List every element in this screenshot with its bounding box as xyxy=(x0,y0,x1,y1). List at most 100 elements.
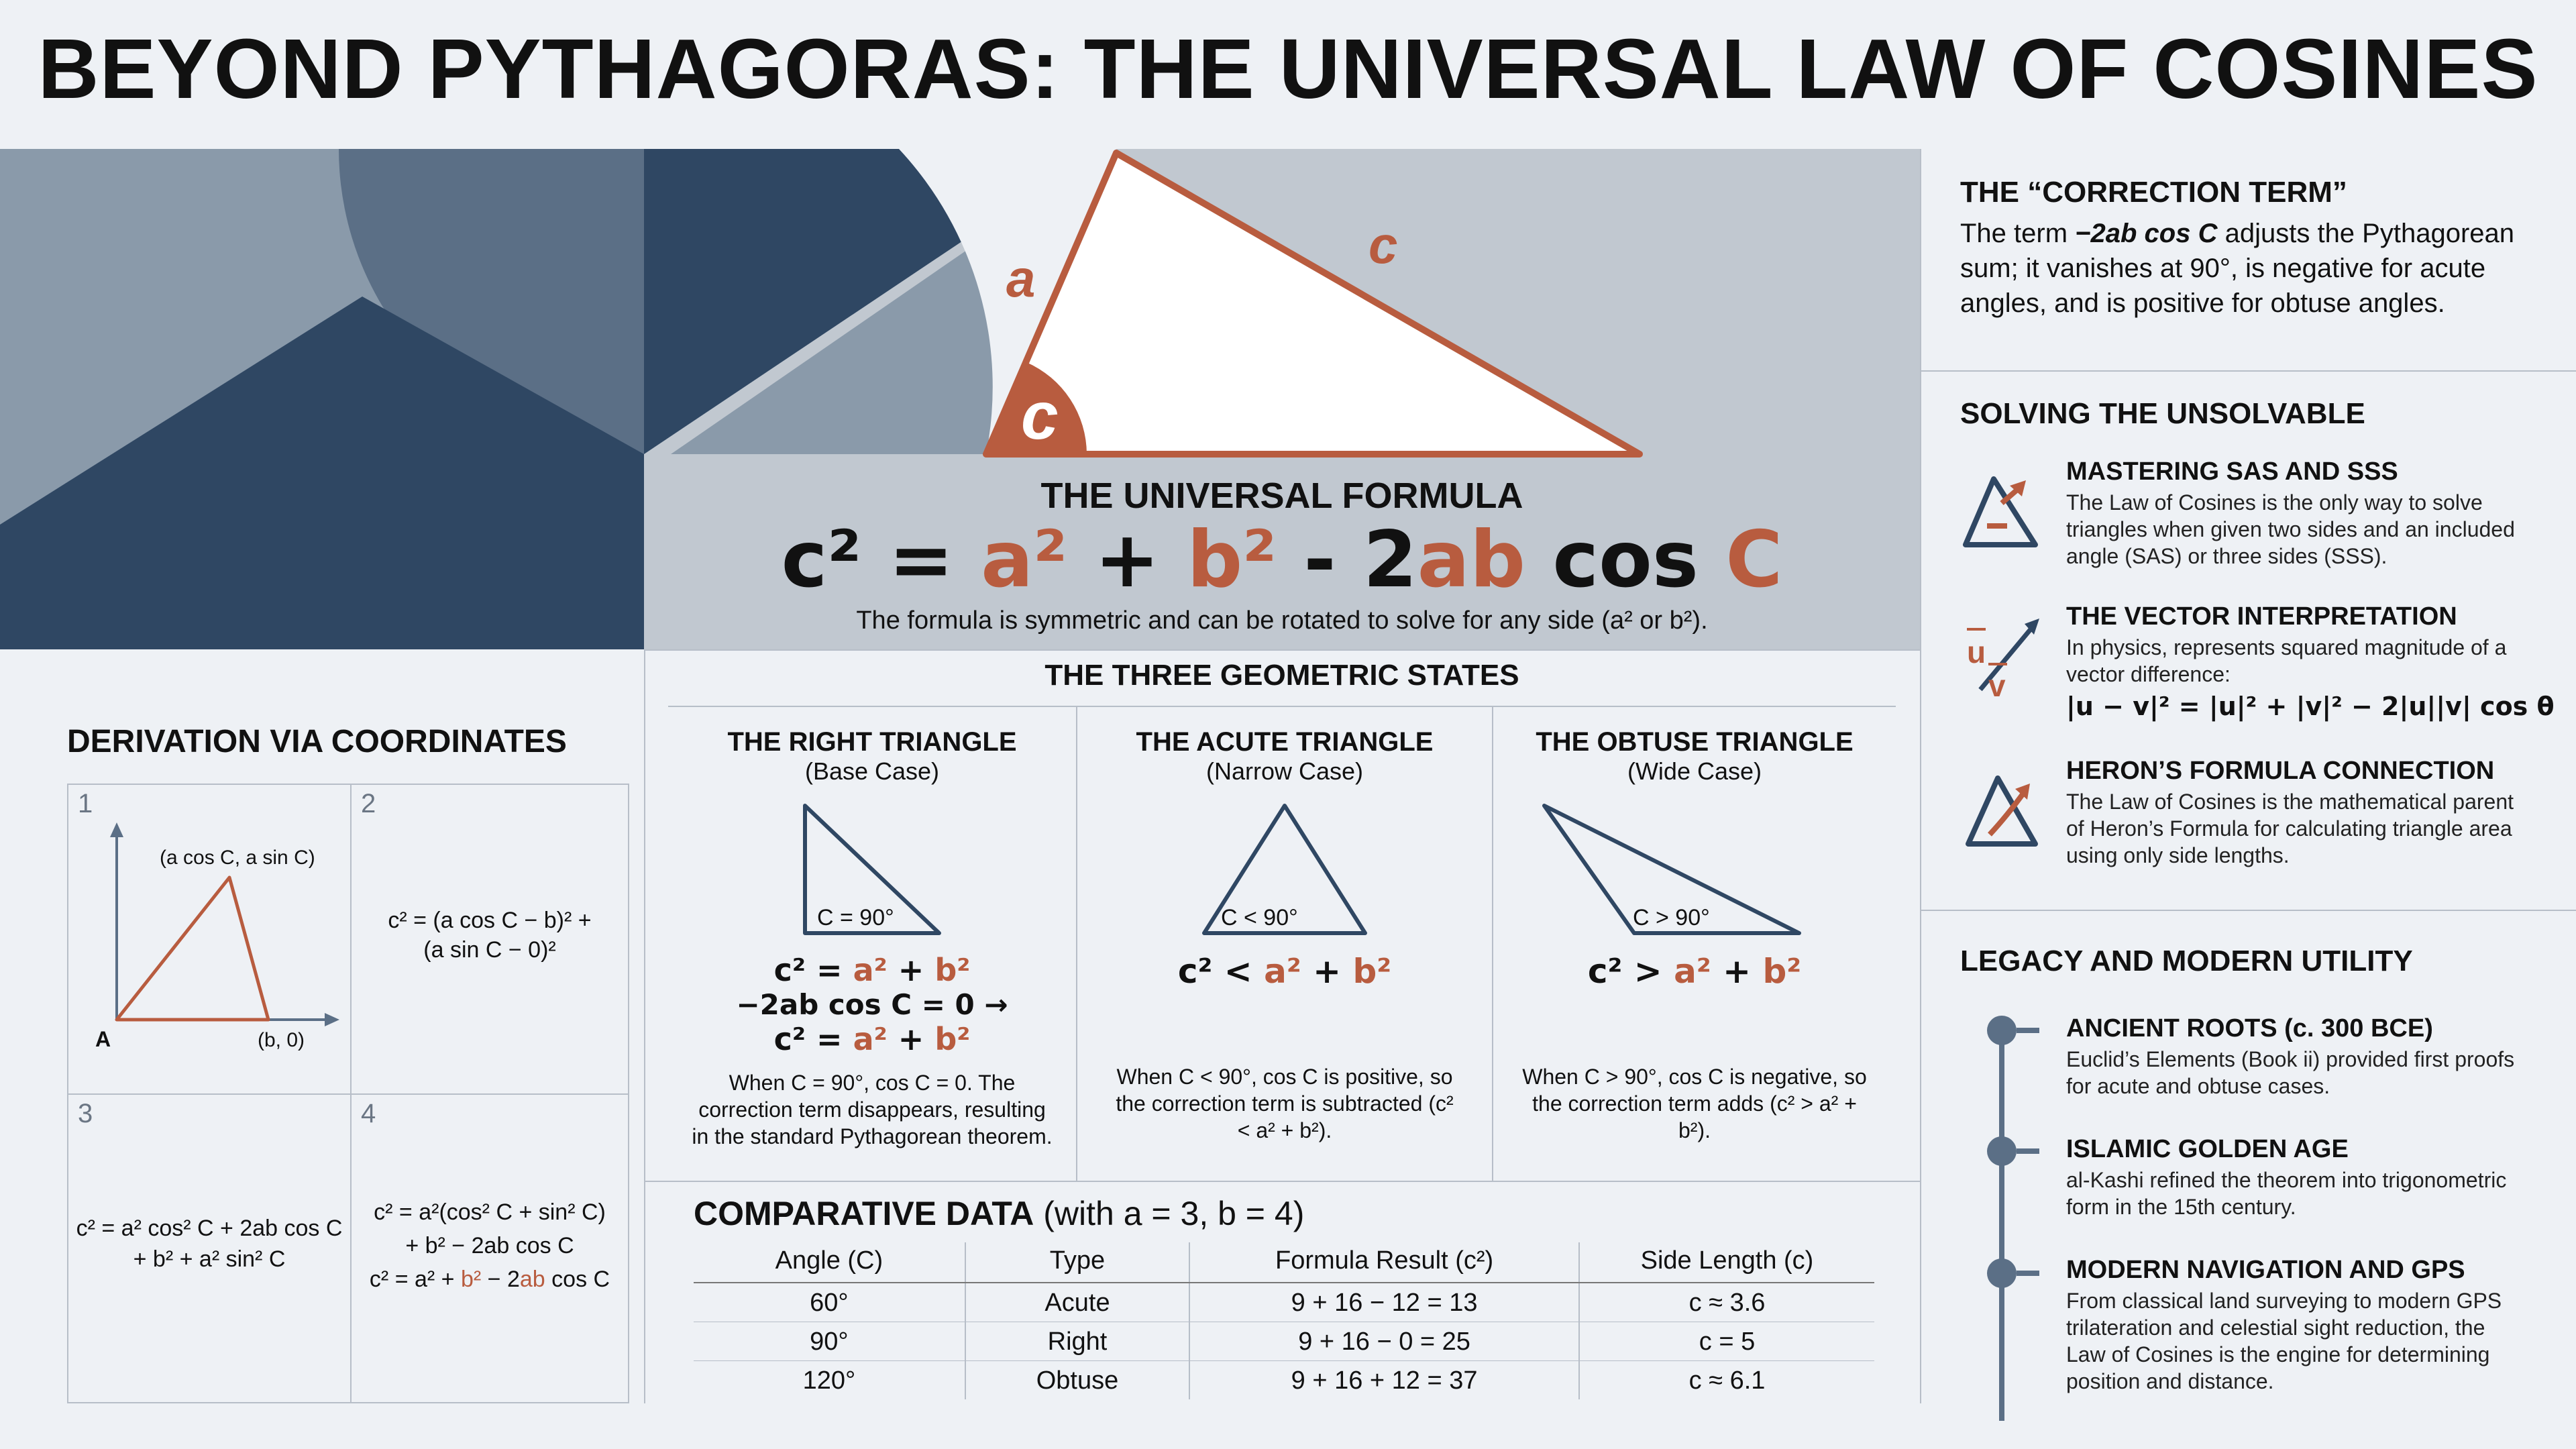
timeline-line xyxy=(1999,1032,2004,1421)
state-acute-angle: C < 90° xyxy=(1221,905,1298,930)
formula-minus2: - 2 xyxy=(1277,515,1417,605)
legacy-item-1: ANCIENT ROOTS (c. 300 BCE) Euclid’s Elem… xyxy=(2066,1014,2563,1099)
col-side: Side Length (c) xyxy=(1578,1242,1874,1283)
state-acute-title: THE ACUTE TRIANGLE xyxy=(1136,727,1434,757)
deriv-coordinate-plot: (a cos C, a sin C) A (b, 0) xyxy=(95,822,339,1051)
formula-plus: + xyxy=(1067,515,1187,605)
timeline-stub-2 xyxy=(2017,1148,2039,1154)
hero-graphic: a c c xyxy=(0,149,1920,649)
state-acute-formula: c² < a² + b² xyxy=(1177,952,1392,991)
deriv-cell-2: 2 c² = (a cos C − b)² + (a sin C − 0)² xyxy=(352,785,628,1093)
deriv-num-2: 2 xyxy=(361,789,376,818)
formula-note: The formula is symmetric and can be rota… xyxy=(856,606,1708,635)
state-obtuse-title: THE OBTUSE TRIANGLE xyxy=(1536,727,1854,757)
hero-triangle xyxy=(983,150,1643,458)
state-acute-desc: When C < 90°, cos C is positive, so the … xyxy=(1116,1065,1454,1142)
solving-item-2-body: In physics, represents squared magnitude… xyxy=(2066,635,2507,686)
hero-label-angle: c xyxy=(1021,378,1059,453)
cell-angle: 60° xyxy=(694,1283,965,1322)
state-right-triangle: C = 90° xyxy=(803,804,941,935)
states-heading: THE THREE GEOMETRIC STATES xyxy=(1044,659,1519,692)
deriv-hsep xyxy=(68,1093,628,1095)
formula-C: C xyxy=(1725,515,1783,605)
deriv-pt-top: (a cos C, a sin C) xyxy=(160,847,315,869)
cell-formula: 9 + 16 − 12 = 13 xyxy=(1189,1283,1579,1322)
solving-item-2-title: THE VECTOR INTERPRETATION xyxy=(2066,602,2457,631)
deriv-cell-4: 4 c² = a²(cos² C + sin² C) + b² − 2ab co… xyxy=(352,1095,628,1402)
col-angle: Angle (C) xyxy=(694,1242,965,1283)
deriv-eq-3-line-2: + b² + a² sin² C xyxy=(133,1246,286,1272)
deriv-pt-a: A xyxy=(95,1027,111,1051)
table-row: 60° Acute 9 + 16 − 12 = 13 c ≈ 3.6 xyxy=(694,1283,1874,1322)
state-right-formula-1: c² = a² + b² xyxy=(773,952,971,988)
vector-v-label: v xyxy=(1988,668,2006,703)
state-right-angle: C = 90° xyxy=(817,905,894,930)
legacy-item-2-body: al-Kashi refined the theorem into trigon… xyxy=(2066,1168,2507,1219)
solving-item-3-body: The Law of Cosines is the mathematical p… xyxy=(2066,790,2514,867)
solving-title: SOLVING THE UNSOLVABLE xyxy=(1960,397,2365,430)
cell-type: Acute xyxy=(964,1283,1190,1322)
sidebar-rule-1 xyxy=(1921,370,2576,372)
solving-item-2: u v THE VECTOR INTERPRETATION In physics… xyxy=(1960,602,2557,721)
col-type: Type xyxy=(964,1242,1190,1283)
states-grid: THE RIGHT TRIANGLE (Base Case) C = 90° c… xyxy=(668,707,1896,1181)
timeline-dot-3 xyxy=(1987,1258,2017,1288)
deriv-eq-4-line-3: c² = a² + b² − 2ab cos C xyxy=(369,1267,610,1292)
solving-item-1-body: The Law of Cosines is the only way to so… xyxy=(2066,490,2515,568)
comparative-heading: COMPARATIVE DATA (with a = 3, b = 4) xyxy=(694,1194,1874,1233)
divider-formula-bottom xyxy=(644,649,1920,651)
states-col-sep-1 xyxy=(1076,707,1077,1181)
vector-u-label: u xyxy=(1967,635,1986,669)
comparative-section: COMPARATIVE DATA (with a = 3, b = 4) Ang… xyxy=(694,1194,1874,1399)
cell-side: c ≈ 3.6 xyxy=(1578,1283,1874,1322)
hero-label-a: a xyxy=(1006,249,1035,308)
correction-body: The term −2ab cos C adjusts the Pythagor… xyxy=(1960,216,2551,321)
legacy-item-2: ISLAMIC GOLDEN AGE al-Kashi refined the … xyxy=(2066,1135,2563,1220)
solving-item-1-title: MASTERING SAS AND SSS xyxy=(2066,458,2398,486)
hero-angle-sector xyxy=(986,362,1087,454)
deriv-num-3: 3 xyxy=(78,1099,93,1128)
cell-formula: 9 + 16 − 0 = 25 xyxy=(1189,1322,1579,1361)
state-right-title: THE RIGHT TRIANGLE xyxy=(727,727,1017,757)
solving-item-2-formula: |u − v|² = |u|² + |v|² − 2|u||v| cos θ xyxy=(2066,692,2555,721)
page-title: BEYOND PYTHAGORAS: THE UNIVERSAL LAW OF … xyxy=(38,21,2538,116)
legacy-item-1-body: Euclid’s Elements (Book ii) provided fir… xyxy=(2066,1047,2515,1098)
divider-left xyxy=(644,649,645,1403)
formula-ab: ab xyxy=(1417,515,1525,605)
state-right-formula-2: −2ab cos C = 0 → xyxy=(736,988,1008,1021)
state-acute: THE ACUTE TRIANGLE (Narrow Case) C < 90°… xyxy=(1077,707,1492,1144)
timeline-dot-1 xyxy=(1987,1016,2017,1045)
vector-icon: u v xyxy=(1967,619,2039,703)
correction-body-pre: The term xyxy=(1960,219,2076,248)
cell-formula: 9 + 16 + 12 = 37 xyxy=(1189,1360,1579,1399)
state-right-formula-3: c² = a² + b² xyxy=(773,1021,971,1057)
divider-right xyxy=(1920,149,1921,1403)
state-right-desc: When C = 90°, cos C = 0. The correction … xyxy=(692,1071,1053,1148)
deriv-cell-1: 1 (a cos C, a sin C) A (b, 0) xyxy=(68,785,350,1093)
cell-side: c = 5 xyxy=(1578,1322,1874,1361)
deriv-cell-3: 3 c² = a² cos² C + 2ab cos C + b² + a² s… xyxy=(68,1095,350,1402)
deriv-num-1: 1 xyxy=(78,789,93,818)
sidebar-rule-2 xyxy=(1921,910,2576,911)
states-col-sep-2 xyxy=(1492,707,1493,1181)
correction-block: THE “CORRECTION TERM” The term −2ab cos … xyxy=(1960,176,2551,321)
formula-b2: b² xyxy=(1187,515,1277,605)
deriv-eq-2-line-1: c² = (a cos C − b)² + xyxy=(388,908,592,933)
formula-cos: cos xyxy=(1525,515,1726,605)
comparative-header-row: Angle (C) Type Formula Result (c²) Side … xyxy=(694,1242,1874,1283)
deriv-eq-3: c² = a² cos² C + 2ab cos C + b² + a² sin… xyxy=(68,1213,350,1275)
state-obtuse-angle: C > 90° xyxy=(1633,905,1710,930)
legacy-item-3: MODERN NAVIGATION AND GPS From classical… xyxy=(2066,1256,2563,1395)
state-obtuse: THE OBTUSE TRIANGLE (Wide Case) C > 90° … xyxy=(1493,707,1896,1144)
hero-label-c: c xyxy=(1368,215,1397,274)
deriv-eq-4-line-2: + b² − 2ab cos C xyxy=(405,1233,574,1258)
deriv-eq-2: c² = (a cos C − b)² + (a sin C − 0)² xyxy=(352,906,628,965)
solving-item-3-title: HERON’S FORMULA CONNECTION xyxy=(2066,757,2495,785)
correction-title: THE “CORRECTION TERM” xyxy=(1960,176,2347,209)
state-acute-triangle: C < 90° xyxy=(1202,804,1367,935)
deriv-num-4: 4 xyxy=(361,1099,376,1128)
solving-item-3: HERON’S FORMULA CONNECTION The Law of Co… xyxy=(1960,757,2557,869)
comparative-table: Angle (C) Type Formula Result (c²) Side … xyxy=(694,1242,1874,1399)
formula-c2: c² = xyxy=(781,515,981,605)
